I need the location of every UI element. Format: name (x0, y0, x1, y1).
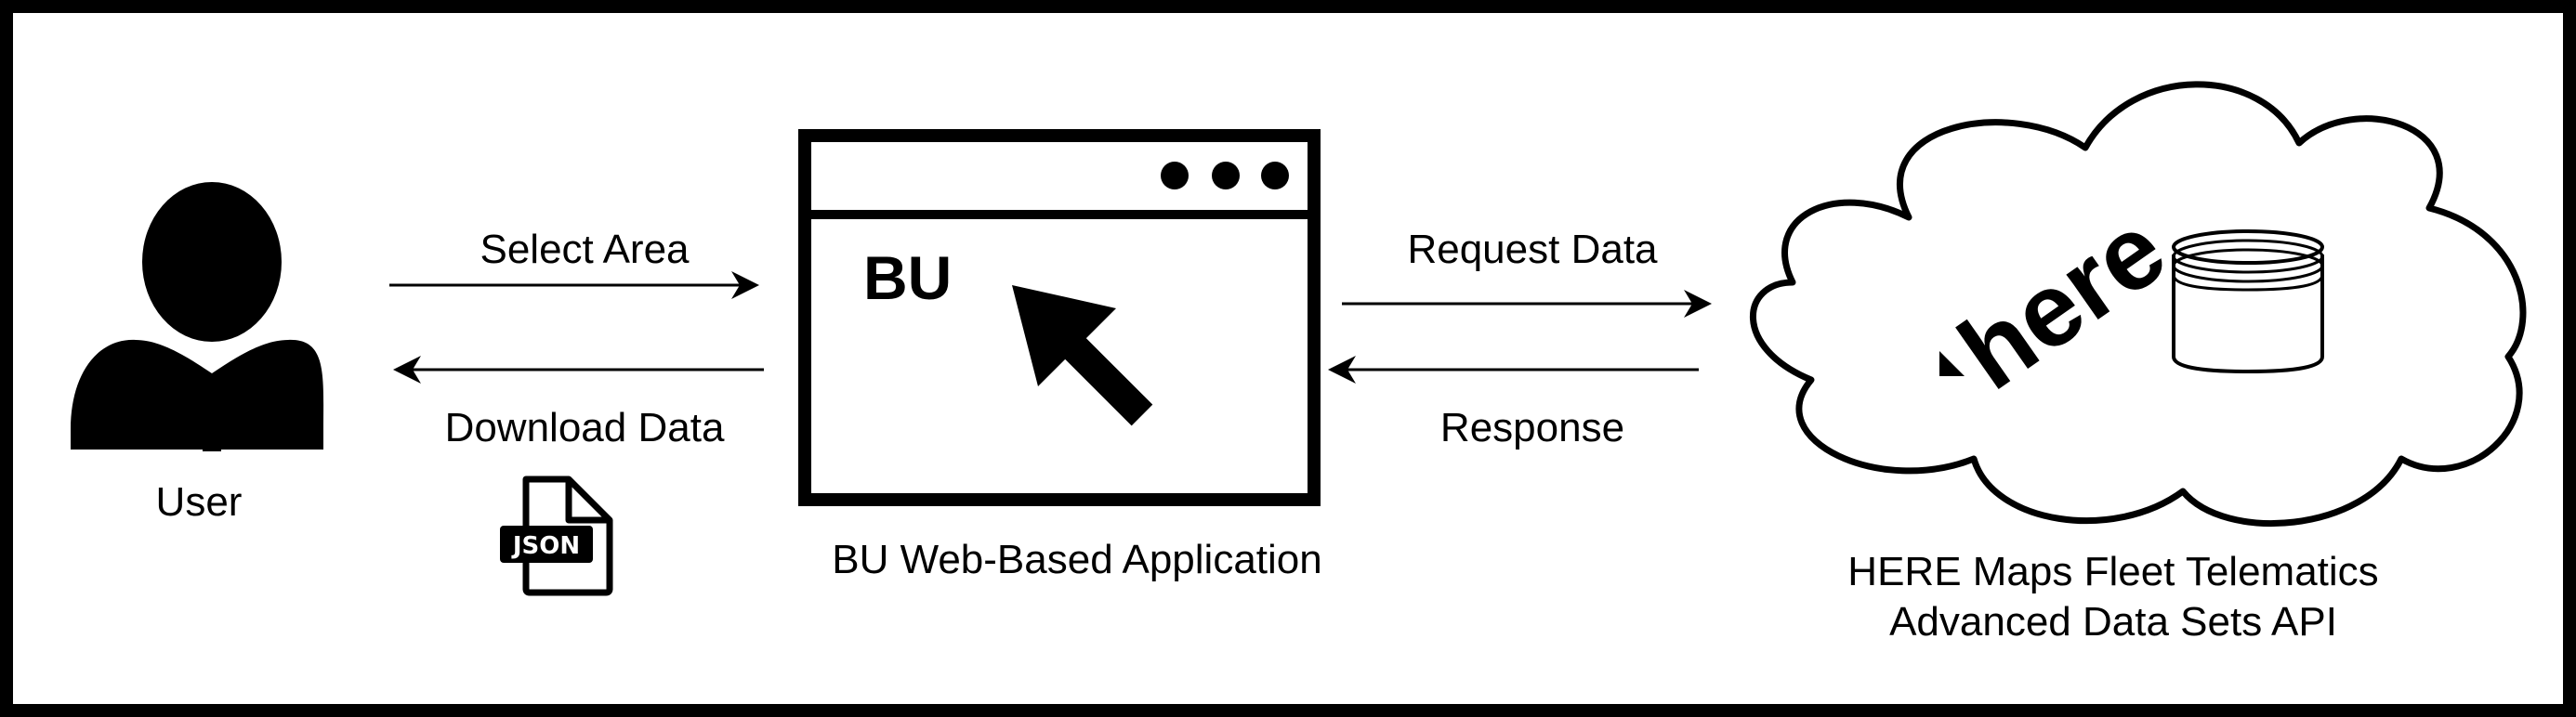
database-icon (2172, 229, 2324, 374)
cursor-icon (1012, 285, 1153, 426)
api-label-line2: Advanced Data Sets API (1889, 599, 2337, 645)
api-label-line1: HERE Maps Fleet Telematics (1847, 549, 2379, 594)
select-area-label: Select Area (480, 227, 690, 272)
app-label: BU Web-Based Application (832, 537, 1322, 582)
cloud-icon (1749, 81, 2527, 527)
request-data-label: Request Data (1407, 227, 1658, 272)
download-data-label: Download Data (444, 405, 725, 450)
api-label: HERE Maps Fleet Telematics Advanced Data… (1649, 547, 2576, 647)
json-file-icon: JSON (500, 476, 613, 596)
diagram-graphics: JSON BU here (71, 81, 2527, 596)
response-label: Response (1439, 405, 1625, 450)
browser-window-icon: BU (798, 129, 1321, 506)
app-window-label: BU (863, 243, 952, 312)
user-label: User (155, 479, 243, 525)
json-file-label: JSON (511, 532, 580, 560)
user-icon (71, 182, 324, 451)
